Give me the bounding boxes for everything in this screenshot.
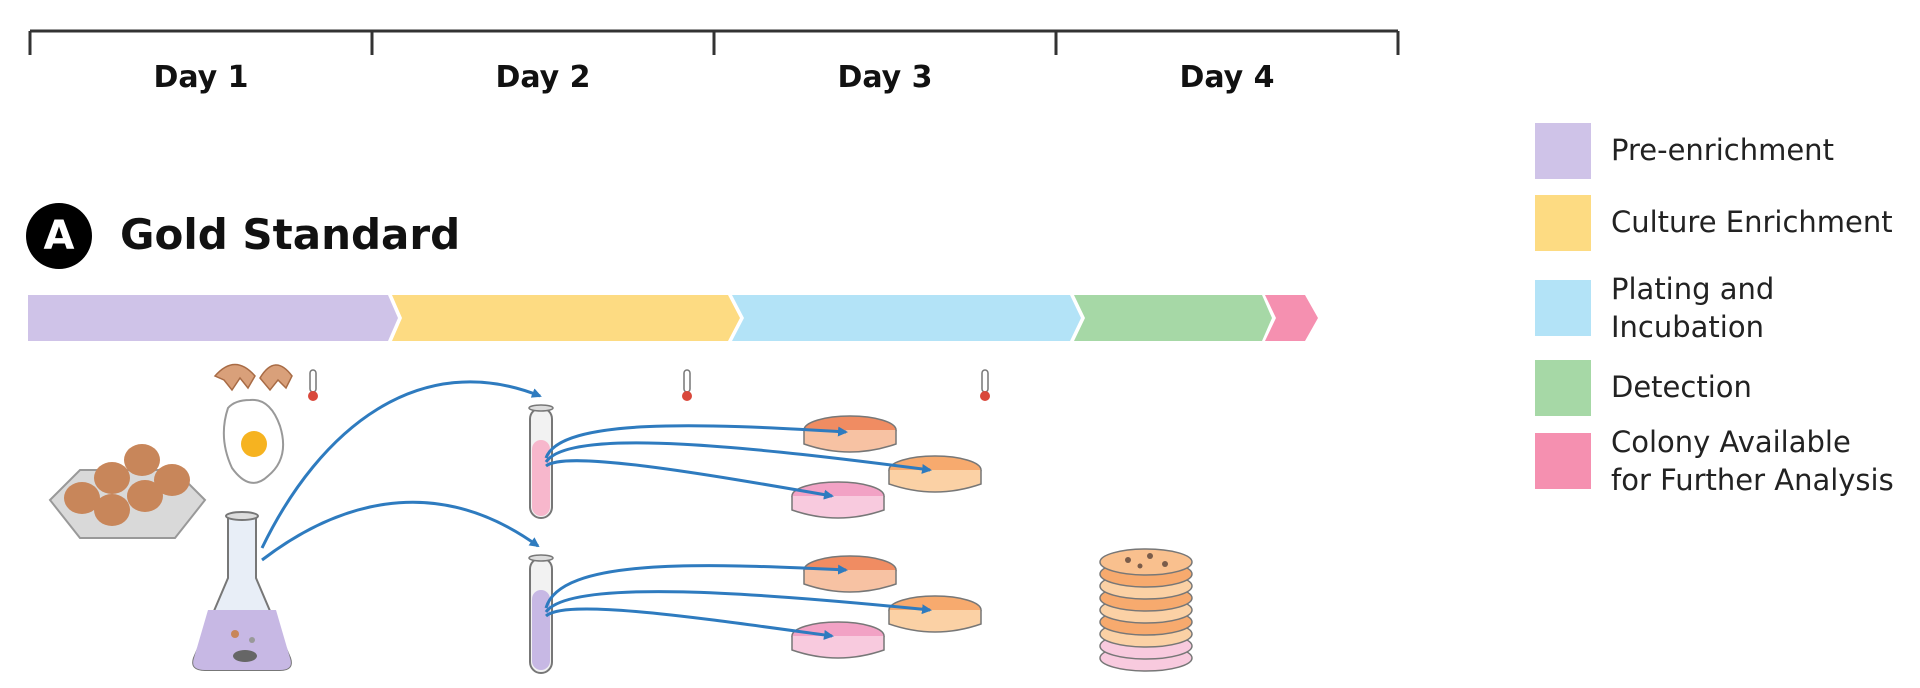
legend-swatch [1535, 433, 1591, 489]
legend-swatch [1535, 123, 1591, 179]
thermometer-icon-1 [308, 369, 318, 401]
day-label-1: Day 1 [153, 60, 249, 95]
legend-label: Plating and Incubation [1611, 272, 1775, 344]
petri-dish-icon [791, 481, 885, 519]
phase-bar [28, 295, 1318, 341]
petri-dish-icon [803, 555, 897, 593]
day-label-4: Day 4 [1179, 60, 1275, 95]
transfer-arrows [260, 380, 932, 640]
day-label-2: Day 2 [495, 60, 591, 95]
test-tube-icon-bottom [528, 554, 554, 674]
petri-dish-icon [888, 455, 982, 493]
legend-swatch [1535, 280, 1591, 336]
timeline-ruler [28, 29, 1400, 55]
legend-label: Pre-enrichment [1611, 133, 1834, 167]
section-title: Gold Standard [120, 210, 461, 259]
petri-dish-icon [803, 415, 897, 453]
phase-colony-available [1265, 295, 1318, 341]
legend-label: Colony Available for Further Analysis [1611, 425, 1894, 497]
petri-dish-icon [888, 595, 982, 633]
thermometer-icon-2 [682, 369, 692, 401]
legend-swatch [1535, 360, 1591, 416]
legend-swatch [1535, 195, 1591, 251]
legend-label: Detection [1611, 370, 1752, 404]
thermometer-icon-3 [980, 369, 990, 401]
test-tube-icon-top [528, 404, 554, 519]
day-label-3: Day 3 [837, 60, 933, 95]
phase-detection [1074, 295, 1272, 341]
petri-dish-icon [791, 621, 885, 659]
cracked-egg-icon [213, 363, 293, 484]
section-badge: A [26, 203, 92, 269]
phase-plating-incubation [732, 295, 1081, 341]
egg-carton-icon [48, 444, 207, 539]
phase-culture-enrichment [392, 295, 740, 341]
flask-icon [192, 511, 292, 671]
process-illustration [48, 363, 1193, 674]
stacked-plates-icon [1099, 548, 1193, 672]
phase-pre-enrichment [28, 295, 398, 341]
legend-label: Culture Enrichment [1611, 205, 1893, 239]
